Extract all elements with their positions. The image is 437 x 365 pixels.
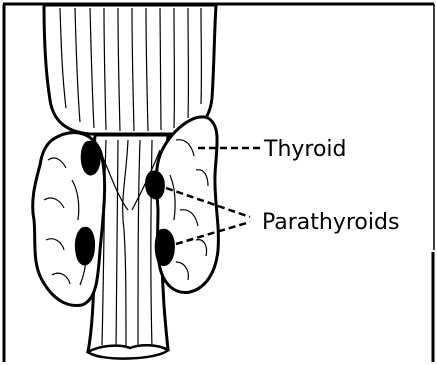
parathyroid-upper-left xyxy=(81,141,100,175)
parathyroid-upper-right xyxy=(146,171,165,199)
label-parathyroids: Parathyroids xyxy=(262,210,399,235)
parathyroid-lower-left xyxy=(75,227,94,265)
label-thyroid: Thyroid xyxy=(263,137,347,162)
parathyroid-lower-right xyxy=(155,229,174,265)
thyroid-right-lobe xyxy=(156,117,218,293)
larynx xyxy=(44,5,216,134)
